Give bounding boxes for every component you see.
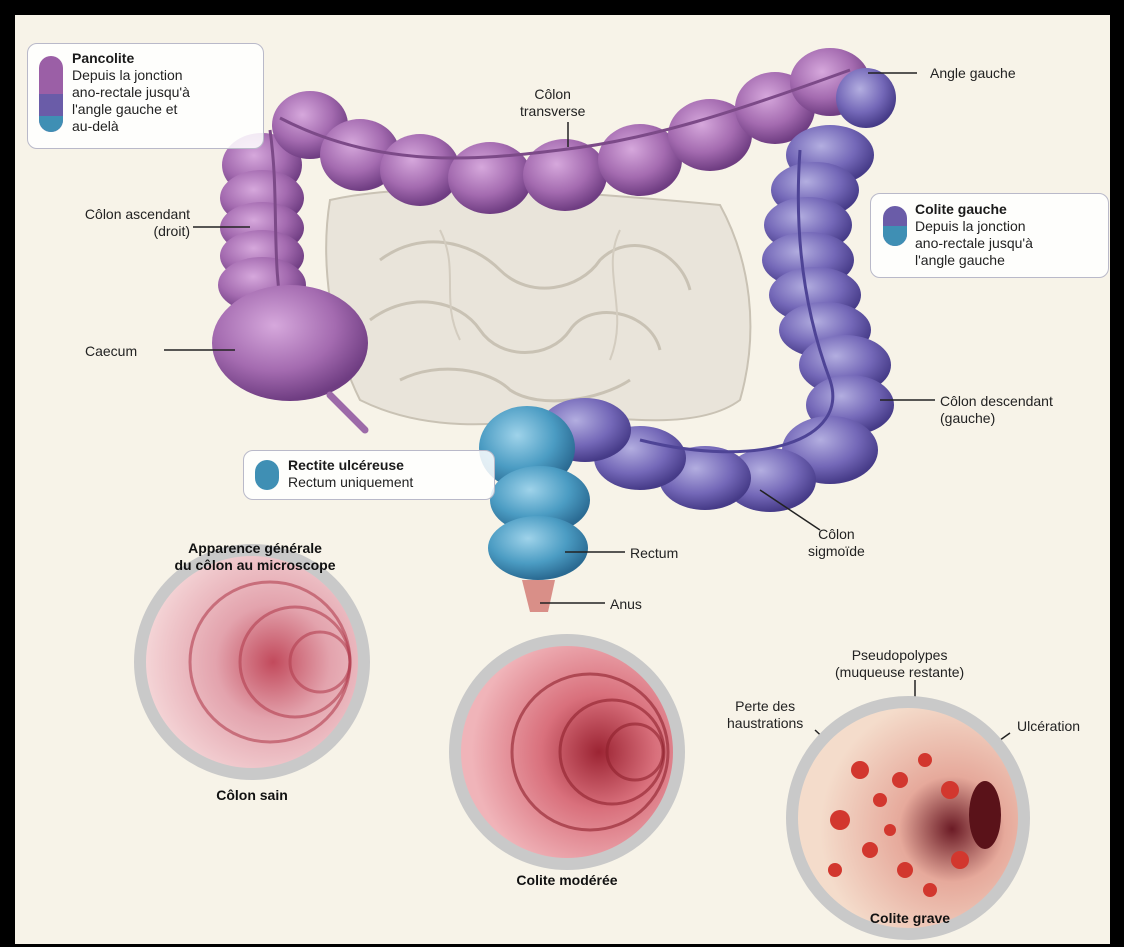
pancolite-text: Depuis la jonction ano-rectale jusqu'à l… bbox=[72, 67, 190, 135]
label-colon-ascendant: Côlon ascendant (droit) bbox=[30, 206, 190, 240]
box-colite-gauche: Colite gauche Depuis la jonction ano-rec… bbox=[870, 193, 1109, 278]
pancolite-pill-icon bbox=[37, 54, 67, 134]
circle-severe bbox=[786, 696, 1030, 940]
caption-colon-sain: Côlon sain bbox=[192, 787, 312, 803]
label-colon-descendant: Côlon descendant (gauche) bbox=[940, 393, 1053, 427]
box-rectite: Rectite ulcéreuse Rectum uniquement bbox=[243, 450, 495, 500]
caecum-shape bbox=[212, 285, 368, 401]
rectite-title: Rectite ulcéreuse bbox=[288, 457, 404, 473]
label-caecum: Caecum bbox=[85, 343, 137, 360]
label-rectum: Rectum bbox=[630, 545, 678, 562]
caption-colite-moderee: Colite modérée bbox=[487, 872, 647, 888]
label-pseudopolypes: Pseudopolypes (muqueuse restante) bbox=[835, 647, 964, 681]
label-angle-gauche: Angle gauche bbox=[930, 65, 1016, 82]
pancolite-title: Pancolite bbox=[72, 50, 134, 66]
rectite-pill-icon bbox=[253, 458, 283, 492]
circle-healthy bbox=[134, 544, 370, 780]
circle-moderate bbox=[449, 634, 685, 870]
label-colon-sigmoide: Côlon sigmoïde bbox=[808, 526, 865, 560]
box-pancolite: Pancolite Depuis la jonction ano-rectale… bbox=[27, 43, 264, 149]
colite-gauche-title: Colite gauche bbox=[915, 201, 1007, 217]
anus-shape bbox=[522, 580, 555, 612]
label-perte-haustrations: Perte des haustrations bbox=[727, 698, 803, 732]
label-colon-transverse: Côlon transverse bbox=[520, 86, 585, 120]
colite-gauche-text: Depuis la jonction ano-rectale jusqu'à l… bbox=[915, 218, 1033, 269]
caption-colite-grave: Colite grave bbox=[840, 910, 980, 926]
rectite-text: Rectum uniquement bbox=[288, 474, 413, 491]
label-anus: Anus bbox=[610, 596, 642, 613]
small-intestine bbox=[326, 189, 750, 424]
colite-gauche-pill-icon bbox=[881, 204, 911, 248]
label-ulceration: Ulcération bbox=[1017, 718, 1080, 735]
microscope-heading: Apparence générale du côlon au microscop… bbox=[135, 540, 375, 574]
